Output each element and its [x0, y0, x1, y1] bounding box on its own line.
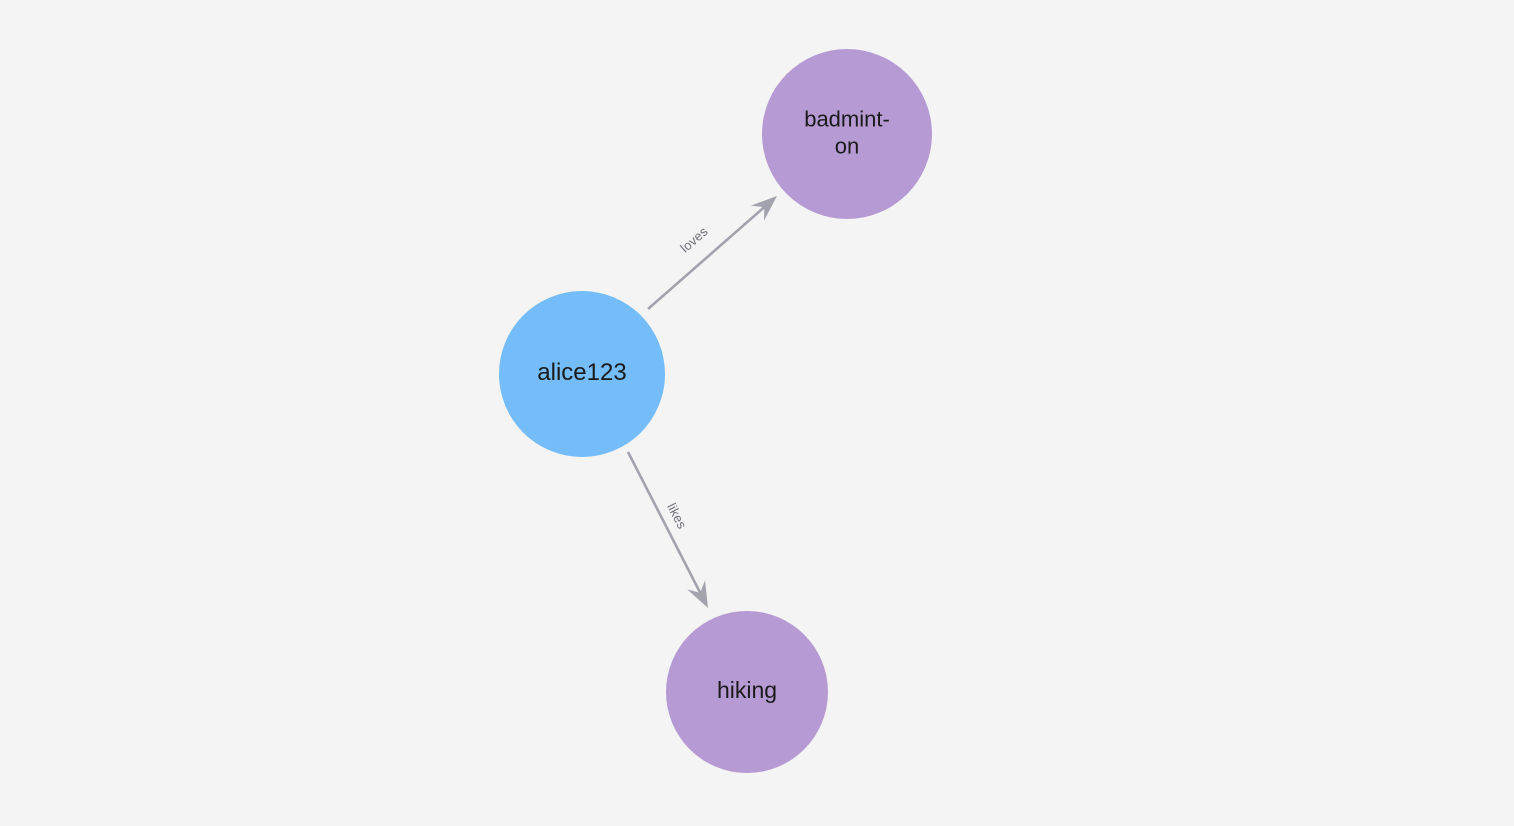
- edge-alice123-loves-badminton[interactable]: loves: [647, 196, 777, 310]
- node-label-line: badmint-: [804, 106, 890, 131]
- graph-node-alice123[interactable]: alice123: [499, 291, 665, 457]
- node-circle-hiking[interactable]: [666, 611, 828, 773]
- node-label-line: hiking: [717, 677, 777, 703]
- edge-label-loves: loves: [677, 223, 711, 255]
- node-circle-alice123[interactable]: [499, 291, 665, 457]
- node-circle-badminton[interactable]: [762, 49, 932, 219]
- node-label-badminton: badmint-on: [804, 106, 890, 158]
- node-label-line: alice123: [537, 359, 626, 386]
- edge-line-likes[interactable]: [626, 451, 702, 595]
- node-label-alice123: alice123: [537, 359, 626, 386]
- edge-arrowhead-likes: [687, 580, 708, 608]
- edge-label-likes: likes: [664, 501, 690, 532]
- graph-node-hiking[interactable]: hiking: [666, 611, 828, 773]
- edge-alice123-likes-hiking[interactable]: likes: [626, 451, 708, 608]
- nodes-layer: badmint-on alice123 hiking: [499, 49, 932, 773]
- edge-arrowhead-loves: [750, 196, 777, 221]
- edge-line-loves[interactable]: [647, 205, 766, 310]
- node-label-line: on: [835, 133, 859, 158]
- node-label-hiking: hiking: [717, 677, 777, 703]
- graph-node-badminton[interactable]: badmint-on: [762, 49, 932, 219]
